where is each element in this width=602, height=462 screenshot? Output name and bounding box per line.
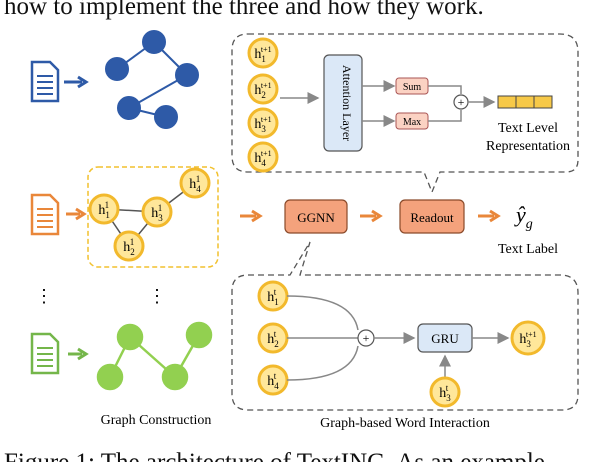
blue-node [142,30,166,54]
readout-box [399,199,465,234]
arrow-icon [360,209,383,223]
top-text: how to implement the three and how they … [4,0,484,20]
green-document-row [30,321,213,391]
interaction-output-h3: h3t+1 [510,320,546,356]
svg-text:h3t+1: h3t+1 [519,330,536,349]
attention-layer-label: Attention Layer [340,65,354,141]
interaction-input-h4: h4t [257,364,289,396]
graph-node-h3: h31 [141,196,173,228]
blue-graph [105,30,199,129]
graph-node-h2: h21 [113,230,145,262]
svg-text:h41: h41 [189,174,201,194]
text-level-label: Text Level [498,121,558,136]
svg-text:h21: h21 [123,237,135,257]
green-node [185,321,213,349]
blue-node [117,96,141,120]
ggnn-label: GGNN [297,210,335,225]
blue-node [175,63,199,87]
arrow-icon [478,209,501,223]
graph-construction-label: Graph Construction [101,413,212,428]
word-interaction-label: Graph-based Word Interaction [320,416,490,431]
svg-text:h1t+1: h1t+1 [254,45,271,64]
arrow-icon [66,207,87,221]
svg-text:+: + [458,95,465,109]
plus-circle-icon: + [453,94,469,110]
svg-text:h2t+1: h2t+1 [254,81,271,100]
svg-text:h3t+1: h3t+1 [254,115,271,134]
text-label: Text Label [498,242,558,257]
readout-module: h1t+1 h2t+1 h3t+1 h4t+1 Attention Layer … [231,33,579,194]
interaction-module: h1t h2t h4t + GRU h3t h3t+1 [231,241,579,411]
readout-input-h3: h3t+1 [247,107,279,139]
ellipsis-left: ⋮ [35,286,53,306]
interaction-input-h2: h2t [257,322,289,354]
ggnn-box [284,199,348,234]
readout-input-h1: h1t+1 [247,37,279,69]
document-icon [30,193,60,236]
ellipsis-graph: ⋮ [148,286,166,306]
svg-text:+: + [363,331,370,345]
output-symbol: ŷg [514,202,533,232]
representation-label: Representation [486,139,570,154]
graph-dashed-frame [87,166,219,268]
plus-circle-icon: + [357,329,375,347]
document-icon [30,332,60,375]
svg-text:h2t: h2t [267,329,279,349]
interaction-center-h3: h3t [429,376,461,408]
svg-text:h3t: h3t [439,383,451,403]
text-level-vector [497,95,553,109]
sum-label: Sum [403,82,422,93]
readout-label: Readout [410,210,454,225]
readout-input-h4: h4t+1 [247,141,279,173]
orange-document-row: h11 h31 h21 h41 GGNN Readout ŷg Text Lab… [30,166,558,268]
figure-caption: Figure 1: The architecture of TextING. A… [4,449,545,462]
green-node [96,363,124,391]
svg-text:h4t: h4t [267,371,279,391]
svg-text:h4t+1: h4t+1 [254,149,271,168]
interaction-dashed-frame [231,241,579,411]
graph-node-h4: h41 [179,167,211,199]
arrow-icon [68,347,89,361]
blue-document-row [30,30,199,129]
blue-node [105,57,129,81]
gru-label: GRU [431,331,459,346]
document-icon [30,60,60,103]
interaction-input-h1: h1t [257,280,289,312]
readout-dashed-frame [231,33,579,194]
green-node [161,363,189,391]
graph-node-h1: h11 [88,193,120,225]
svg-text:h11: h11 [98,200,109,220]
green-node [116,323,144,351]
blue-node [154,105,178,129]
svg-text:h1t: h1t [267,287,279,307]
readout-input-h2: h2t+1 [247,73,279,105]
arrow-icon [64,75,89,89]
attention-layer-box [323,54,363,152]
green-graph [96,321,213,391]
arrow-icon [240,209,263,223]
svg-text:h31: h31 [151,203,163,223]
max-label: Max [403,117,421,128]
